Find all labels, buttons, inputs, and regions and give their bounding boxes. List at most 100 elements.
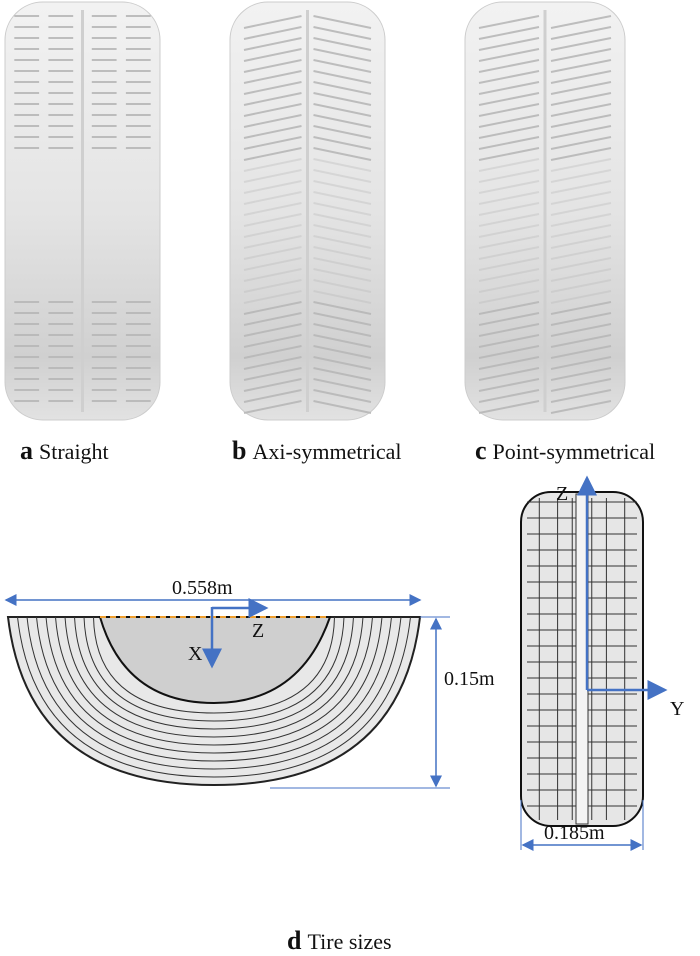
- tire-layer-line: [17, 616, 411, 778]
- tread-sipe: [550, 191, 612, 205]
- panel-letter-d: d: [287, 926, 302, 955]
- tread-sipe: [478, 70, 540, 84]
- tread-sipe: [478, 37, 540, 51]
- tread-sipe: [243, 191, 302, 205]
- tire-layer-line: [36, 616, 392, 762]
- tread-sipe: [478, 312, 540, 326]
- tread-sipe: [478, 48, 540, 62]
- tread-sipe: [550, 378, 612, 392]
- tread-sipe: [478, 246, 540, 260]
- tread-sipe: [243, 136, 302, 150]
- tread-sipe: [550, 224, 612, 238]
- tread-sipe: [550, 81, 612, 95]
- tread-sipe: [313, 26, 372, 40]
- tread-sipe: [550, 213, 612, 227]
- panel-letter-b: b: [232, 436, 247, 465]
- tread-sipe: [550, 257, 612, 271]
- tread-sipe: [478, 334, 540, 348]
- tread-sipe: [478, 114, 540, 128]
- tread-sipe: [550, 180, 612, 194]
- tread-sipe: [243, 26, 302, 40]
- tread-sipe: [478, 147, 540, 161]
- tread-sipe: [478, 15, 540, 29]
- tread-sipe: [313, 356, 372, 370]
- tread-sipe: [243, 48, 302, 62]
- tread-sipe: [478, 103, 540, 117]
- tread-sipe: [478, 279, 540, 293]
- tread-sipe: [478, 400, 540, 414]
- height-label: 0.15m: [444, 668, 495, 690]
- tread-sipe: [550, 103, 612, 117]
- tread-sipe: [550, 37, 612, 51]
- tread-sipe: [550, 125, 612, 139]
- tread-sipe: [550, 15, 612, 29]
- tread-sipe: [313, 48, 372, 62]
- tread-sipe: [313, 59, 372, 73]
- tread-sipe: [478, 169, 540, 183]
- tire-layer-line: [74, 616, 354, 730]
- axis-x-label: X: [188, 643, 203, 665]
- tread-sipe: [313, 279, 372, 293]
- tread-sipe: [243, 334, 302, 348]
- tread-sipe: [243, 378, 302, 392]
- tread-sipe: [243, 158, 302, 172]
- tread-sipe: [550, 356, 612, 370]
- tread-sipe: [243, 224, 302, 238]
- tread-sipe: [478, 81, 540, 95]
- tread-sipe: [243, 15, 302, 29]
- tread-sipe: [550, 59, 612, 73]
- tread-sipe: [313, 37, 372, 51]
- tread-sipe: [243, 312, 302, 326]
- tread-sipe: [313, 136, 372, 150]
- tread-sipe: [313, 202, 372, 216]
- tread-sipe: [550, 158, 612, 172]
- panel-letter-c: c: [475, 436, 487, 465]
- tread-sipe: [478, 136, 540, 150]
- tread-sipe: [478, 367, 540, 381]
- tire-layer-line: [83, 616, 345, 722]
- tread-sipe: [478, 356, 540, 370]
- tread-sipe: [243, 323, 302, 337]
- tread-sipe: [550, 169, 612, 183]
- tread-sipe: [243, 213, 302, 227]
- tread-sipe: [478, 59, 540, 73]
- tread-sipe: [478, 125, 540, 139]
- tire-axi: [229, 1, 386, 421]
- tread-sipe: [243, 356, 302, 370]
- tread-sipe: [313, 224, 372, 238]
- tread-sipe: [478, 202, 540, 216]
- tire-layer-line: [26, 616, 402, 770]
- tread-sipe: [313, 15, 372, 29]
- tread-sipe: [313, 312, 372, 326]
- tread-sipe: [243, 147, 302, 161]
- tread-sipe: [313, 290, 372, 304]
- tread-sipe: [313, 191, 372, 205]
- tread-sipe: [243, 114, 302, 128]
- tread-sipe: [313, 246, 372, 260]
- tread-sipe: [550, 202, 612, 216]
- tread-sipe: [313, 301, 372, 315]
- tread-sipe: [243, 169, 302, 183]
- tread-sipe: [243, 246, 302, 260]
- tread-sipe: [478, 224, 540, 238]
- tread-sipe: [550, 92, 612, 106]
- diameter-label: 0.558m: [172, 577, 233, 599]
- tread-sipe: [478, 257, 540, 271]
- tread-sipe: [313, 114, 372, 128]
- tread-sipe: [243, 301, 302, 315]
- tread-sipe: [313, 70, 372, 84]
- tread-sipe: [550, 290, 612, 304]
- tread-sipe: [550, 279, 612, 293]
- tread-sipe: [478, 290, 540, 304]
- tread-sipe: [550, 389, 612, 403]
- tread-sipe: [550, 114, 612, 128]
- tire-layer-line: [93, 616, 335, 714]
- tread-sipe: [243, 345, 302, 359]
- tread-sipe: [313, 367, 372, 381]
- tread-sipe: [243, 367, 302, 381]
- tread-sipe: [478, 26, 540, 40]
- tread-sipe: [243, 59, 302, 73]
- tread-sipe: [243, 389, 302, 403]
- tread-sipe: [550, 312, 612, 326]
- tread-sipe: [243, 279, 302, 293]
